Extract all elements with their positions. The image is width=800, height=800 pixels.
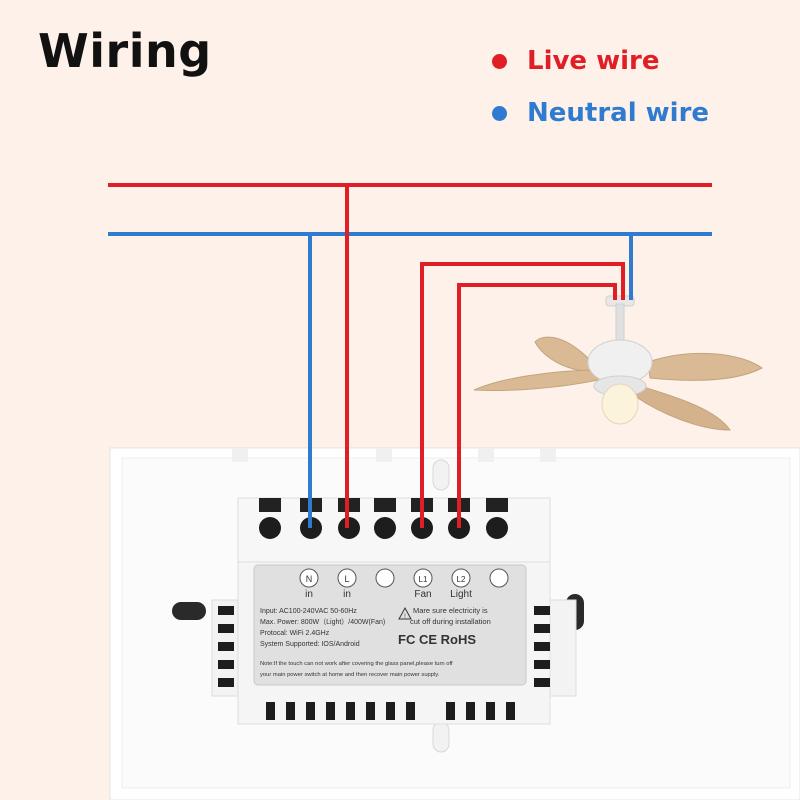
warning-mark: ! [404,614,406,620]
terminal-marker-empty [489,568,509,588]
mounting-slot-left [172,602,206,620]
light-wire-l2 [457,283,617,528]
plate-tab [478,448,494,462]
terminal-screw [259,517,281,539]
legend-live-wire: Live wire [492,46,660,76]
terminal-n-letter: N [306,574,313,584]
terminal-screw [374,517,396,539]
terminal-l1-sub: Fan [414,589,431,600]
live-wire-dot [492,53,507,69]
terminal-l2-sub: Light [450,589,472,600]
spec-system: System Supported: IOS/Android [260,641,360,648]
terminal-top [259,498,281,512]
neutral-wire-dot [492,105,507,121]
terminal-screw [486,517,508,539]
terminal-marker-l [337,568,357,588]
terminal-l2-letter: L2 [457,575,466,584]
plate-clip-bottom [432,721,450,753]
terminal-top [486,498,508,512]
legend-neutral-label: Neutral wire [527,98,710,128]
plate-clip-top [432,459,450,491]
plate-tab [540,448,556,462]
terminal-l1-letter: L1 [419,575,428,584]
product-label: N in L in L1 Fan L2 Light Input: AC100-2… [253,564,527,686]
terminal-marker-l2 [451,568,471,588]
warning-line-2: cut off during installation [410,617,491,626]
spec-input: Input: AC100-240VAC 50-60Hz [260,608,357,615]
fan-wire-l1 [420,262,625,528]
terminal-marker-l1 [413,568,433,588]
warning-line-1: Mare sure electricity is [413,606,488,615]
terminal-marker-empty [375,568,395,588]
side-vents [218,606,550,687]
plate-tab [232,448,248,462]
legend-live-label: Live wire [527,46,660,76]
terminal-l-sub: in [343,589,351,600]
terminal-n-sub: in [305,589,313,600]
note-line-1: Note:If the touch can not work after cov… [260,661,453,667]
plate-tab [376,448,392,462]
note-line-2: your main power switch at home and then … [260,672,440,678]
terminal-top [374,498,396,512]
terminal-l-letter: L [344,574,349,584]
legend-neutral-wire: Neutral wire [492,98,709,128]
spec-power: Max. Power: 800W（Light）/400W(Fan) [260,618,385,626]
certification-marks: FC CE RoHS [398,632,476,647]
ceiling-fan-icon [473,295,763,431]
spec-protocol: Protocal: WiFi 2.4GHz [260,630,330,637]
terminal-marker-n [299,568,319,588]
warning-icon [398,606,412,620]
bottom-vents [266,702,515,720]
diagram-title: Wiring [38,24,212,78]
